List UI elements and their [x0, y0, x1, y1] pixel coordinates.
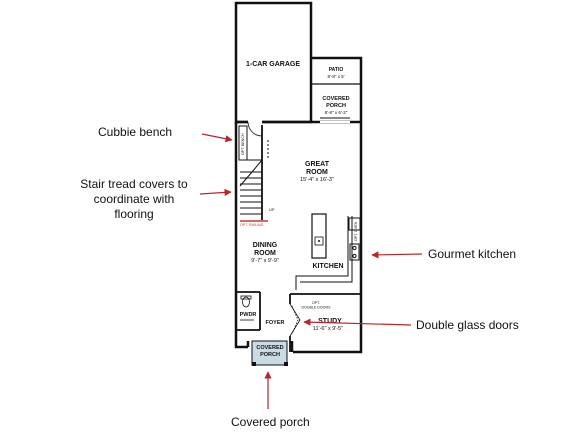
callout-stair-line-3: flooring: [114, 207, 154, 221]
small-notes: OPT. BENCH UP OPT. RAILING OPT. OVEN OPT…: [240, 133, 358, 309]
opt-oven-note: OPT. OVEN: [354, 221, 358, 241]
front-porch-slab: [251, 340, 288, 366]
callout-stair-treads: Stair tread covers to coordinate with fl…: [70, 177, 198, 222]
patio-walls: [311, 56, 363, 122]
front-porch-label-2: PORCH: [260, 352, 280, 358]
callout-gourmet-kitchen: Gourmet kitchen: [428, 247, 517, 261]
callout-stair-line-2: coordinate with: [93, 192, 175, 206]
great-room-label-1: GREAT: [305, 161, 330, 168]
double-door-swing: [291, 305, 299, 335]
kitchen-island: [311, 213, 327, 259]
room-labels: 1-CAR GARAGE PATIO 8'-8" x 5' COVERED PO…: [240, 61, 350, 358]
rear-porch-dims: 8'-8" x 6'-2": [325, 110, 348, 115]
callout-covered-porch: Covered porch: [231, 415, 310, 429]
arrow-double-doors: [303, 318, 412, 326]
great-room-dims: 15'-4" x 16'-3": [300, 177, 334, 183]
stair-area: [238, 125, 269, 220]
sink-drain-icon: [318, 240, 320, 242]
rear-porch-label-1: COVERED: [322, 96, 349, 102]
kitchen-label: KITCHEN: [312, 263, 343, 270]
callout-stair-line-1: Stair tread covers to: [80, 177, 188, 191]
rear-porch-label-2: PORCH: [326, 103, 346, 109]
callout-double-glass-doors: Double glass doors: [416, 318, 519, 332]
study-dims: 11'-6" x 9'-5": [313, 326, 343, 332]
dining-label-1: DINING: [253, 242, 278, 249]
opt-railing-note: OPT. RAILING: [240, 223, 264, 227]
burner-icon: [352, 253, 357, 259]
kitchen-counters: [295, 216, 361, 290]
interior-walls: [236, 291, 361, 352]
study-label: STUDY: [318, 318, 342, 325]
stair-winder: [239, 159, 263, 187]
porch-column: [284, 362, 288, 366]
dining-dims: 9'-7" x 9'-9": [251, 258, 279, 264]
opt-doors-note-2: DOUBLE DOORS: [302, 306, 332, 310]
arrow-cubbie-bench: [201, 133, 233, 143]
great-room-label-2: ROOM: [306, 169, 328, 176]
front-porch-label-1: COVERED: [256, 345, 283, 351]
patio-label: PATIO: [329, 67, 344, 73]
pwdr-label: PWDR: [240, 312, 257, 318]
counter-inner: [300, 216, 353, 283]
arrow-gourmet-kitchen: [371, 251, 423, 259]
counter-outline: [295, 216, 349, 290]
double-door-leaves: [289, 303, 301, 337]
toilet-tank-icon: [240, 295, 252, 300]
dining-label-2: ROOM: [254, 250, 276, 257]
callout-cubbie-bench: Cubbie bench: [98, 125, 173, 139]
opt-bench-note: OPT. BENCH: [241, 133, 245, 155]
fridge: [348, 217, 361, 231]
burner-icon: [352, 245, 357, 251]
porch-column: [252, 362, 256, 366]
right-exterior-wall: [293, 122, 363, 354]
toilet-icon: [242, 296, 250, 308]
left-exterior-wall: [234, 122, 248, 349]
island-sink-icon: [314, 236, 324, 246]
study-double-doors: [289, 303, 301, 337]
garage-door-swing: [247, 121, 263, 137]
opt-doors-note-1: OPT.: [312, 301, 320, 305]
patio-dims: 8'-8" x 5': [327, 74, 344, 79]
foyer-label: FOYER: [266, 320, 285, 326]
stair-up-note: UP: [269, 207, 275, 212]
arrow-stair-treads: [199, 188, 232, 197]
garage-label: 1-CAR GARAGE: [246, 61, 300, 68]
range-icon: [349, 243, 360, 261]
callout-arrows: [199, 133, 423, 409]
